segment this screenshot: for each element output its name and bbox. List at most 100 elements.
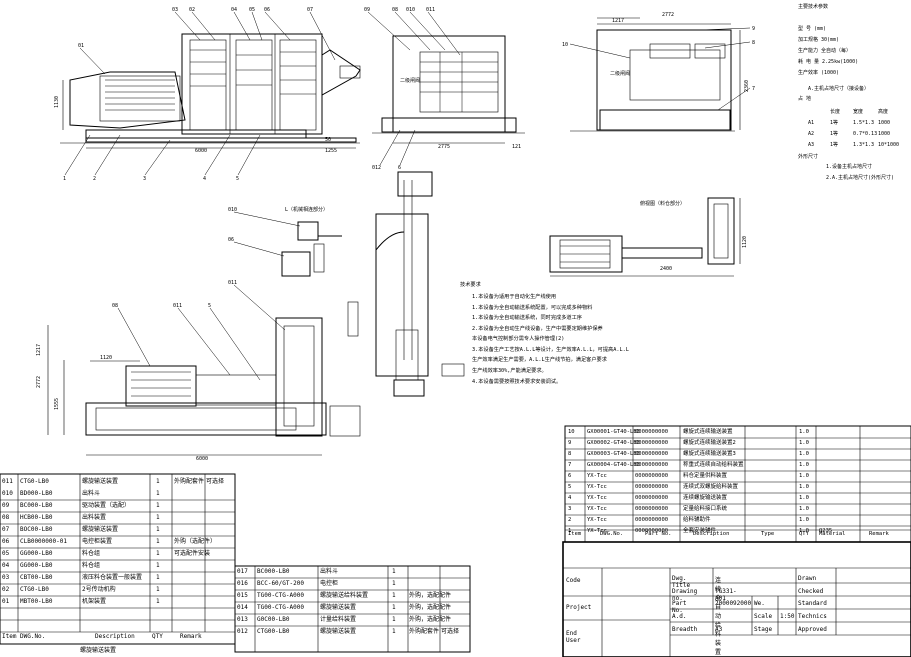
tb-scale-label: Scale	[754, 613, 773, 620]
table-cell: 0000000000	[635, 506, 669, 512]
tb-dwg-title-label: Dwg. Title	[672, 575, 691, 589]
table-cell: HCB00-LB0	[20, 514, 53, 521]
table-cell: 016	[237, 580, 248, 587]
table-cell: 02	[2, 586, 10, 593]
tb-approved: Approved	[798, 626, 827, 633]
spec-line: 型 号 (mm)	[798, 25, 826, 32]
spec-cell: 10*1000	[878, 142, 899, 148]
table-cell: TG00-CTG-A000	[257, 592, 304, 599]
spec-cell: 1等	[830, 141, 838, 148]
table-cell: 外购（选配件）	[174, 538, 217, 545]
table-cell: 计量给料装置	[320, 616, 357, 623]
dim-1217-plan: 1217	[36, 344, 42, 356]
callout-011: 011	[426, 7, 435, 13]
screw-conveyor-view	[375, 171, 465, 397]
table-cell: 1	[156, 586, 160, 593]
callout-06-plan: 06	[228, 237, 234, 243]
dim-1255: 1255	[325, 148, 337, 154]
right-bom-header: Item DWG.No. Part No. Description Type Q…	[565, 531, 911, 542]
feed-bin-top-view: 俯视图（料仓部分） 2400 1120	[549, 197, 748, 277]
table-cell: 7	[568, 462, 572, 468]
table-cell: 给料辅助件	[683, 517, 711, 523]
table-cell: GX00002-GT40-LB3	[587, 440, 640, 446]
rh-qty: QTY	[799, 531, 809, 537]
callout-04: 04	[231, 7, 237, 13]
table-cell: BOC00-LB0	[20, 526, 53, 533]
table-cell: 0000000000	[635, 440, 669, 446]
spec-foot: 2.A.主机占地尺寸(外形尺寸)	[826, 174, 894, 181]
callout-1: 1	[63, 176, 66, 182]
table-cell: 6	[568, 473, 572, 479]
spec-cell: 1等	[830, 130, 838, 137]
rh-part: Part No.	[645, 531, 672, 537]
table-cell: 017	[237, 568, 248, 575]
spec-foot: 外形尺寸	[798, 153, 818, 160]
spec-cell: 1000	[878, 131, 890, 137]
dim-1120: 1120	[100, 355, 112, 361]
small-label-right: 二级闸阀	[610, 70, 630, 77]
table-cell: 0000000000	[635, 495, 669, 501]
table-cell: MBT00-LB0	[20, 598, 53, 605]
table-cell: 01	[2, 598, 10, 605]
table-cell: 014	[237, 604, 248, 611]
callout-08-plan: 08	[112, 303, 118, 309]
callout-5-plan: 5	[208, 303, 211, 309]
callout-2: 2	[93, 176, 96, 182]
table-cell: BD000-LB0	[20, 490, 53, 497]
dim-6000-plan: 6000	[196, 456, 208, 462]
spec-cell: 1.3*1.3	[853, 142, 874, 148]
callout-7: 7	[752, 86, 755, 92]
callout-07: 07	[307, 7, 313, 13]
table-cell: 外购配套件	[174, 478, 205, 485]
table-cell: 015	[237, 592, 248, 599]
callout-4: 4	[203, 176, 206, 182]
rh-type: Type	[761, 531, 775, 537]
left-bom-header: Item DWG.No. Description QTY Remark	[0, 633, 235, 645]
callout-01: 01	[78, 43, 84, 49]
callout-011-plan: 011	[228, 280, 237, 286]
feed-bin-title: 俯视图（料仓部分）	[640, 200, 685, 207]
callout-8: 8	[752, 40, 755, 46]
spec-foot: 1.设备主机占地尺寸	[826, 163, 872, 170]
table-cell: 1.0	[799, 429, 809, 435]
table-cell: 0000000000	[635, 429, 669, 435]
table-cell: 螺旋输送装置	[82, 526, 119, 533]
dim-1130: 1130	[54, 96, 60, 108]
spec-header: 宽度	[853, 108, 863, 115]
tb-standard: Standard	[798, 600, 827, 607]
spec-title: 主要技术参数	[798, 3, 828, 10]
table-cell: 连续螺旋输送装置	[683, 495, 728, 501]
tb-dwg-title: 连续全自动给料装置	[715, 577, 722, 656]
table-cell: 1	[568, 528, 572, 534]
note-line: 本设备电气控制部分需专人操作管理(2)	[472, 334, 564, 342]
table-cell: 0000000000	[635, 517, 669, 523]
table-cell: 料仓组	[82, 550, 101, 557]
dim-1555: 1555	[54, 398, 60, 410]
dim-2400: 2400	[660, 266, 672, 272]
table-cell: YX-Tcc	[587, 473, 607, 479]
note-line: 1.本设备为适用于自动化生产线使用	[472, 292, 556, 300]
table-cell: 驱动装置（选配）	[82, 502, 131, 509]
spec-line: 加工规格 30(mm)	[798, 36, 839, 43]
table-cell: TG00-CTG-A000	[257, 604, 304, 611]
tb-end-user: End User	[566, 630, 581, 644]
notes-title: 技术要求	[460, 280, 482, 288]
dim-2772-plan: 2772	[36, 376, 42, 388]
spec-line: A.主机占地尺寸（接设备）	[808, 85, 869, 92]
callout-01-plan: 011	[173, 303, 182, 309]
table-cell: 1	[392, 580, 396, 587]
